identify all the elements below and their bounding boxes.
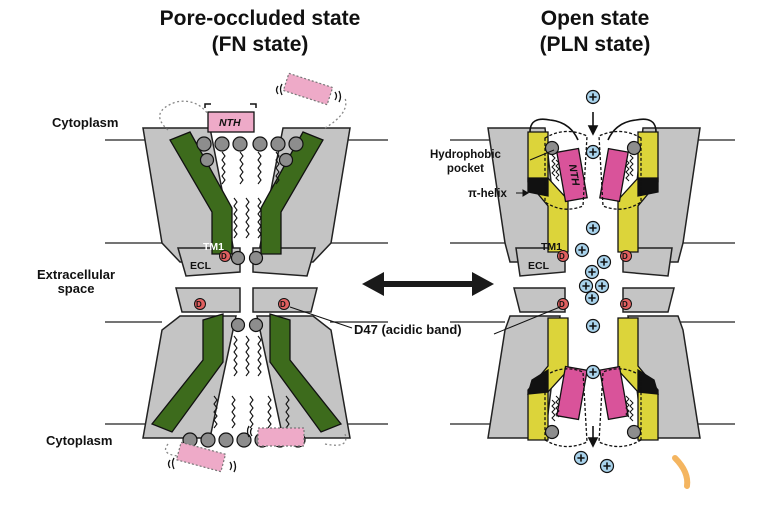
d-tag-2: D bbox=[196, 300, 202, 309]
d-tag-3: D bbox=[280, 300, 286, 309]
fn-state-title: Pore-occluded state (FN state) bbox=[120, 6, 400, 58]
ecl-label-left: ECL bbox=[190, 260, 211, 272]
nth-floating-lower-left bbox=[175, 441, 227, 473]
d47-label: D47 (acidic band) bbox=[354, 322, 462, 337]
pln-state-panel bbox=[450, 89, 735, 489]
tm1-helices-pln bbox=[527, 131, 659, 441]
lipid-heads-upper-left bbox=[196, 136, 304, 266]
extracellular-line2: space bbox=[57, 281, 95, 296]
cytoplasm-label-bottom: Cytoplasm bbox=[46, 433, 113, 448]
d-tag-7: D bbox=[622, 300, 628, 309]
hydrophobic-line1: Hydrophobic bbox=[430, 149, 501, 161]
hydrophobic-pocket-label: Hydrophobic pocket bbox=[430, 148, 501, 176]
d-tag-5: D bbox=[622, 252, 628, 261]
fn-title-line2: (FN state) bbox=[211, 33, 309, 56]
pln-title-line1: Open state bbox=[540, 7, 650, 30]
d47-pointers bbox=[289, 306, 561, 335]
fn-title-line1: Pore-occluded state bbox=[159, 7, 361, 30]
tm1-label-right: TM1 bbox=[541, 241, 562, 253]
hydrophobic-line2: pocket bbox=[446, 163, 484, 175]
tm1-helices-fn bbox=[150, 131, 343, 433]
nth-floating-upper bbox=[282, 72, 334, 106]
state-transition-arrow bbox=[362, 272, 494, 296]
nth-helices-pln bbox=[556, 147, 629, 421]
lipid-tails-left bbox=[213, 151, 290, 429]
d-tag-6: D bbox=[559, 300, 565, 309]
pi-helix-label: π-helix bbox=[468, 188, 507, 200]
d-tag-4: D bbox=[559, 252, 565, 261]
ecl-label-right: ECL bbox=[528, 260, 549, 272]
upper-protein-left bbox=[142, 127, 351, 277]
pocket-tails bbox=[551, 154, 634, 422]
fn-state-panel bbox=[105, 72, 388, 473]
membrane-lines-left bbox=[105, 139, 388, 425]
extracellular-label: Extracellular space bbox=[37, 268, 115, 296]
nth-box-upper-left bbox=[207, 111, 255, 133]
tm1-label-left: TM1 bbox=[203, 241, 224, 253]
pln-state-title: Open state (PLN state) bbox=[490, 6, 700, 58]
lower-protein-right bbox=[487, 287, 701, 439]
extracellular-line1: Extracellular bbox=[37, 267, 116, 282]
d-tag-1: D bbox=[221, 252, 227, 261]
cytoplasm-label-top: Cytoplasm bbox=[52, 115, 119, 130]
pln-title-line2: (PLN state) bbox=[539, 33, 651, 56]
nth-label-left: NTH bbox=[219, 117, 241, 129]
nth-floating-lower-right bbox=[257, 427, 305, 447]
